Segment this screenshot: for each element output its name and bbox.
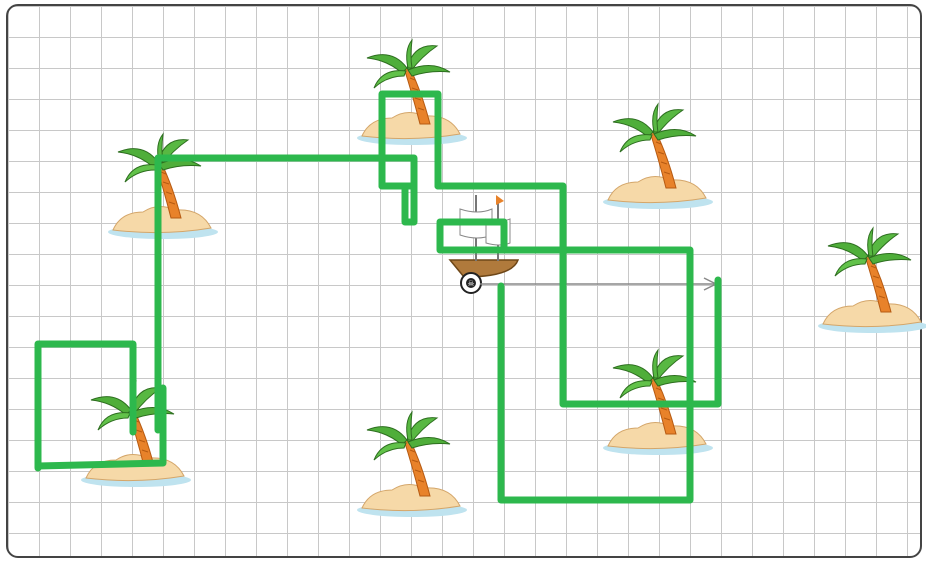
island-upper-right bbox=[603, 104, 713, 209]
svg-text:☠: ☠ bbox=[467, 279, 474, 288]
heading-arrow bbox=[480, 278, 716, 290]
island-upper-left bbox=[108, 134, 218, 239]
pirate-ship-icon[interactable]: ☠ bbox=[450, 195, 518, 293]
island-lower-center bbox=[357, 412, 467, 517]
island-far-right bbox=[818, 228, 926, 333]
